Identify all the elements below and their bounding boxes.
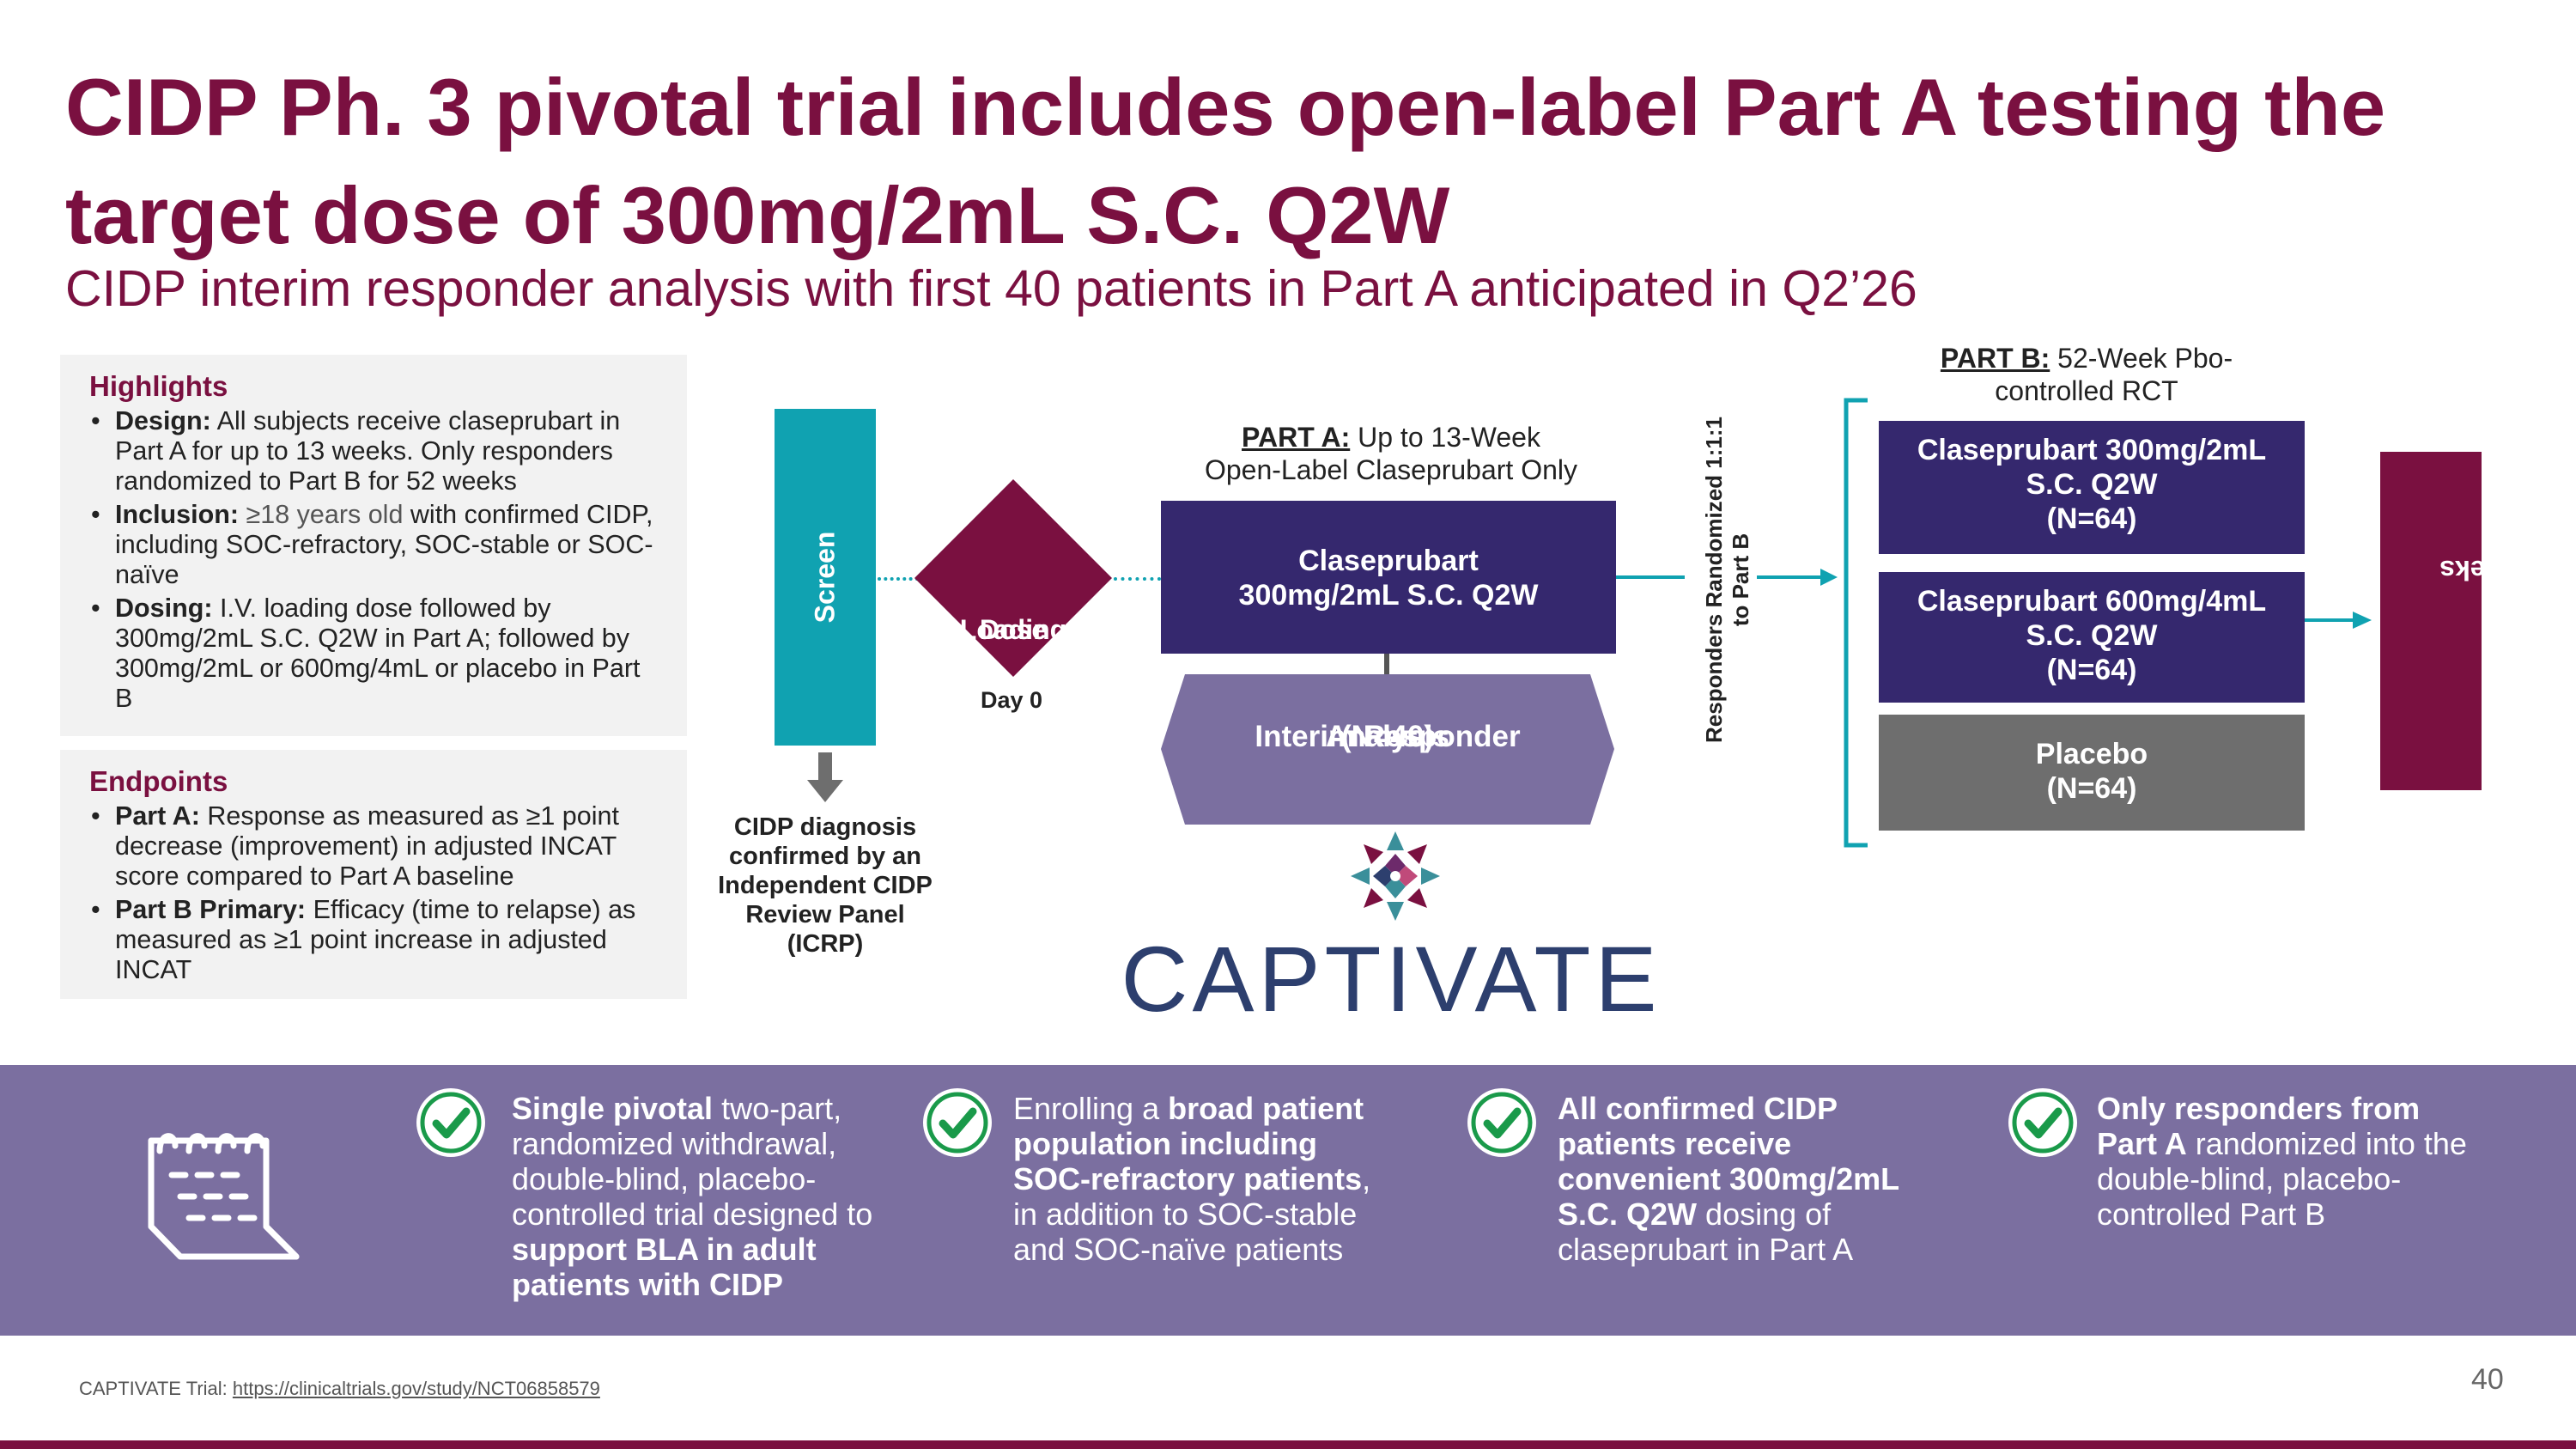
highlight-inclusion: Inclusion: ≥18 years old with confirmed … <box>89 500 661 590</box>
captivate-wordmark: CAPTIVATE <box>1121 927 1662 1031</box>
down-arrow-icon <box>807 752 843 802</box>
feature-convenient-dosing: All confirmed CIDP patients receive conv… <box>1558 1091 1899 1267</box>
trial-link[interactable]: https://clinicaltrials.gov/study/NCT0685… <box>232 1378 600 1399</box>
day-0-label: Day 0 <box>981 687 1043 713</box>
highlights-panel: Highlights Design: All subjects receive … <box>60 355 687 736</box>
part-b-label: PART B: 52-Week Pbo- controlled RCT <box>1940 343 2233 406</box>
arm-300mg-box: Claseprubart 300mg/2mL S.C. Q2W (N=64) <box>1879 421 2305 554</box>
calendar-icon <box>148 1133 300 1260</box>
flow-connectors <box>1616 398 2372 848</box>
screen-stage: Screen <box>775 409 876 746</box>
arm-600mg-box: Claseprubart 600mg/4mL S.C. Q2W (N=64) <box>1879 572 2305 703</box>
loading-dose-label-2: Dose <box>979 614 1048 645</box>
dotted-connector <box>878 577 919 581</box>
footer-source: CAPTIVATE Trial: https://clinicaltrials.… <box>79 1378 600 1399</box>
open-label-extension-box: Open-LabelExtension: 104 Weeks <box>2380 452 2576 790</box>
feature-only-responders: Only responders from Part A randomized i… <box>2097 1091 2467 1232</box>
dotted-connector <box>1114 577 1161 581</box>
feature-broad-population: Enrolling a broad patient population inc… <box>1013 1091 1371 1267</box>
endpoints-heading: Endpoints <box>89 765 228 797</box>
bottom-bar <box>0 1440 2576 1449</box>
part-a-label: PART A: Up to 13-Week Open-Label Clasepr… <box>1204 422 1577 485</box>
check-circle-icon <box>2008 1088 2077 1157</box>
page-number: 40 <box>2471 1363 2504 1396</box>
feature-single-pivotal: Single pivotal two-part, randomized with… <box>512 1091 873 1302</box>
cidp-diagnosis-note: CIDP diagnosis confirmed by an Independe… <box>718 813 933 958</box>
highlights-heading: Highlights <box>89 370 228 402</box>
part-a-treatment-box: Claseprubart 300mg/2mL S.C. Q2W <box>1161 501 1616 654</box>
arm-placebo-box: Placebo (N=64) <box>1879 715 2305 831</box>
page-subtitle: CIDP interim responder analysis with fir… <box>65 260 1917 317</box>
page-title: CIDP Ph. 3 pivotal trial includes open-l… <box>65 62 2386 260</box>
check-circle-icon <box>416 1088 485 1157</box>
loading-dose-label-1: Loading <box>959 614 1067 645</box>
captivate-logo: CAPTIVATE <box>1103 829 1679 1031</box>
key-features-band: Single pivotal two-part, randomized with… <box>0 1065 2576 1336</box>
randomization-label: Responders Randomized 1:1:1 to Part B <box>1701 417 1753 743</box>
check-circle-icon <box>923 1088 992 1157</box>
endpoint-part-a: Part A: Response as measured as ≥1 point… <box>89 801 661 892</box>
endpoint-part-b: Part B Primary: Efficacy (time to relaps… <box>89 895 661 985</box>
connector-line <box>1384 654 1389 676</box>
check-circle-icon <box>1467 1088 1536 1157</box>
captivate-emblem-icon <box>1351 831 1440 921</box>
highlight-dosing: Dosing: I.V. loading dose followed by 30… <box>89 594 661 714</box>
endpoints-panel: Endpoints Part A: Response as measured a… <box>60 750 687 999</box>
highlight-design: Design: All subjects receive claseprubar… <box>89 406 661 496</box>
